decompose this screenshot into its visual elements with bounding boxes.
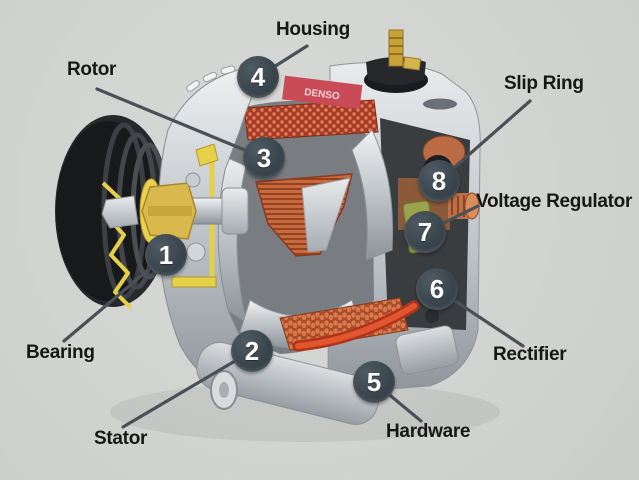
bolt <box>425 309 439 323</box>
badge-housing: 4 <box>237 56 279 98</box>
stator-windings <box>279 297 409 351</box>
brand-text: DENSO <box>304 87 341 102</box>
label-housing: Housing <box>276 19 350 40</box>
leader-rotor <box>95 87 266 160</box>
badge-stator: 2 <box>231 330 273 372</box>
badge-voltage-regulator: 7 <box>404 211 446 253</box>
label-voltage-regulator: Voltage Regulator <box>476 191 633 212</box>
badge-rotor: 3 <box>243 137 285 179</box>
badge-bearing: 1 <box>145 234 187 276</box>
shaft-assembly <box>101 172 249 262</box>
label-rectifier: Rectifier <box>493 344 567 365</box>
label-hardware: Hardware <box>386 421 471 442</box>
label-stator: Stator <box>94 428 148 449</box>
badge-rectifier: 6 <box>416 268 458 310</box>
badge-hardware: 5 <box>353 361 395 403</box>
terminal-stud <box>364 29 428 93</box>
rotor-cone <box>301 177 351 253</box>
label-rotor: Rotor <box>67 59 117 80</box>
leader-stator <box>121 349 254 429</box>
housing-slot <box>423 98 457 110</box>
label-slip-ring: Slip Ring <box>504 73 584 94</box>
stator-wire <box>292 300 420 352</box>
bearing-ball <box>186 242 206 262</box>
bearing-ball <box>185 172 201 188</box>
leader-bearing <box>62 253 168 343</box>
label-bearing: Bearing <box>26 342 95 363</box>
shaft-tip <box>101 195 139 229</box>
badge-slip-ring: 8 <box>418 160 460 202</box>
brand-band: DENSO <box>282 75 363 109</box>
